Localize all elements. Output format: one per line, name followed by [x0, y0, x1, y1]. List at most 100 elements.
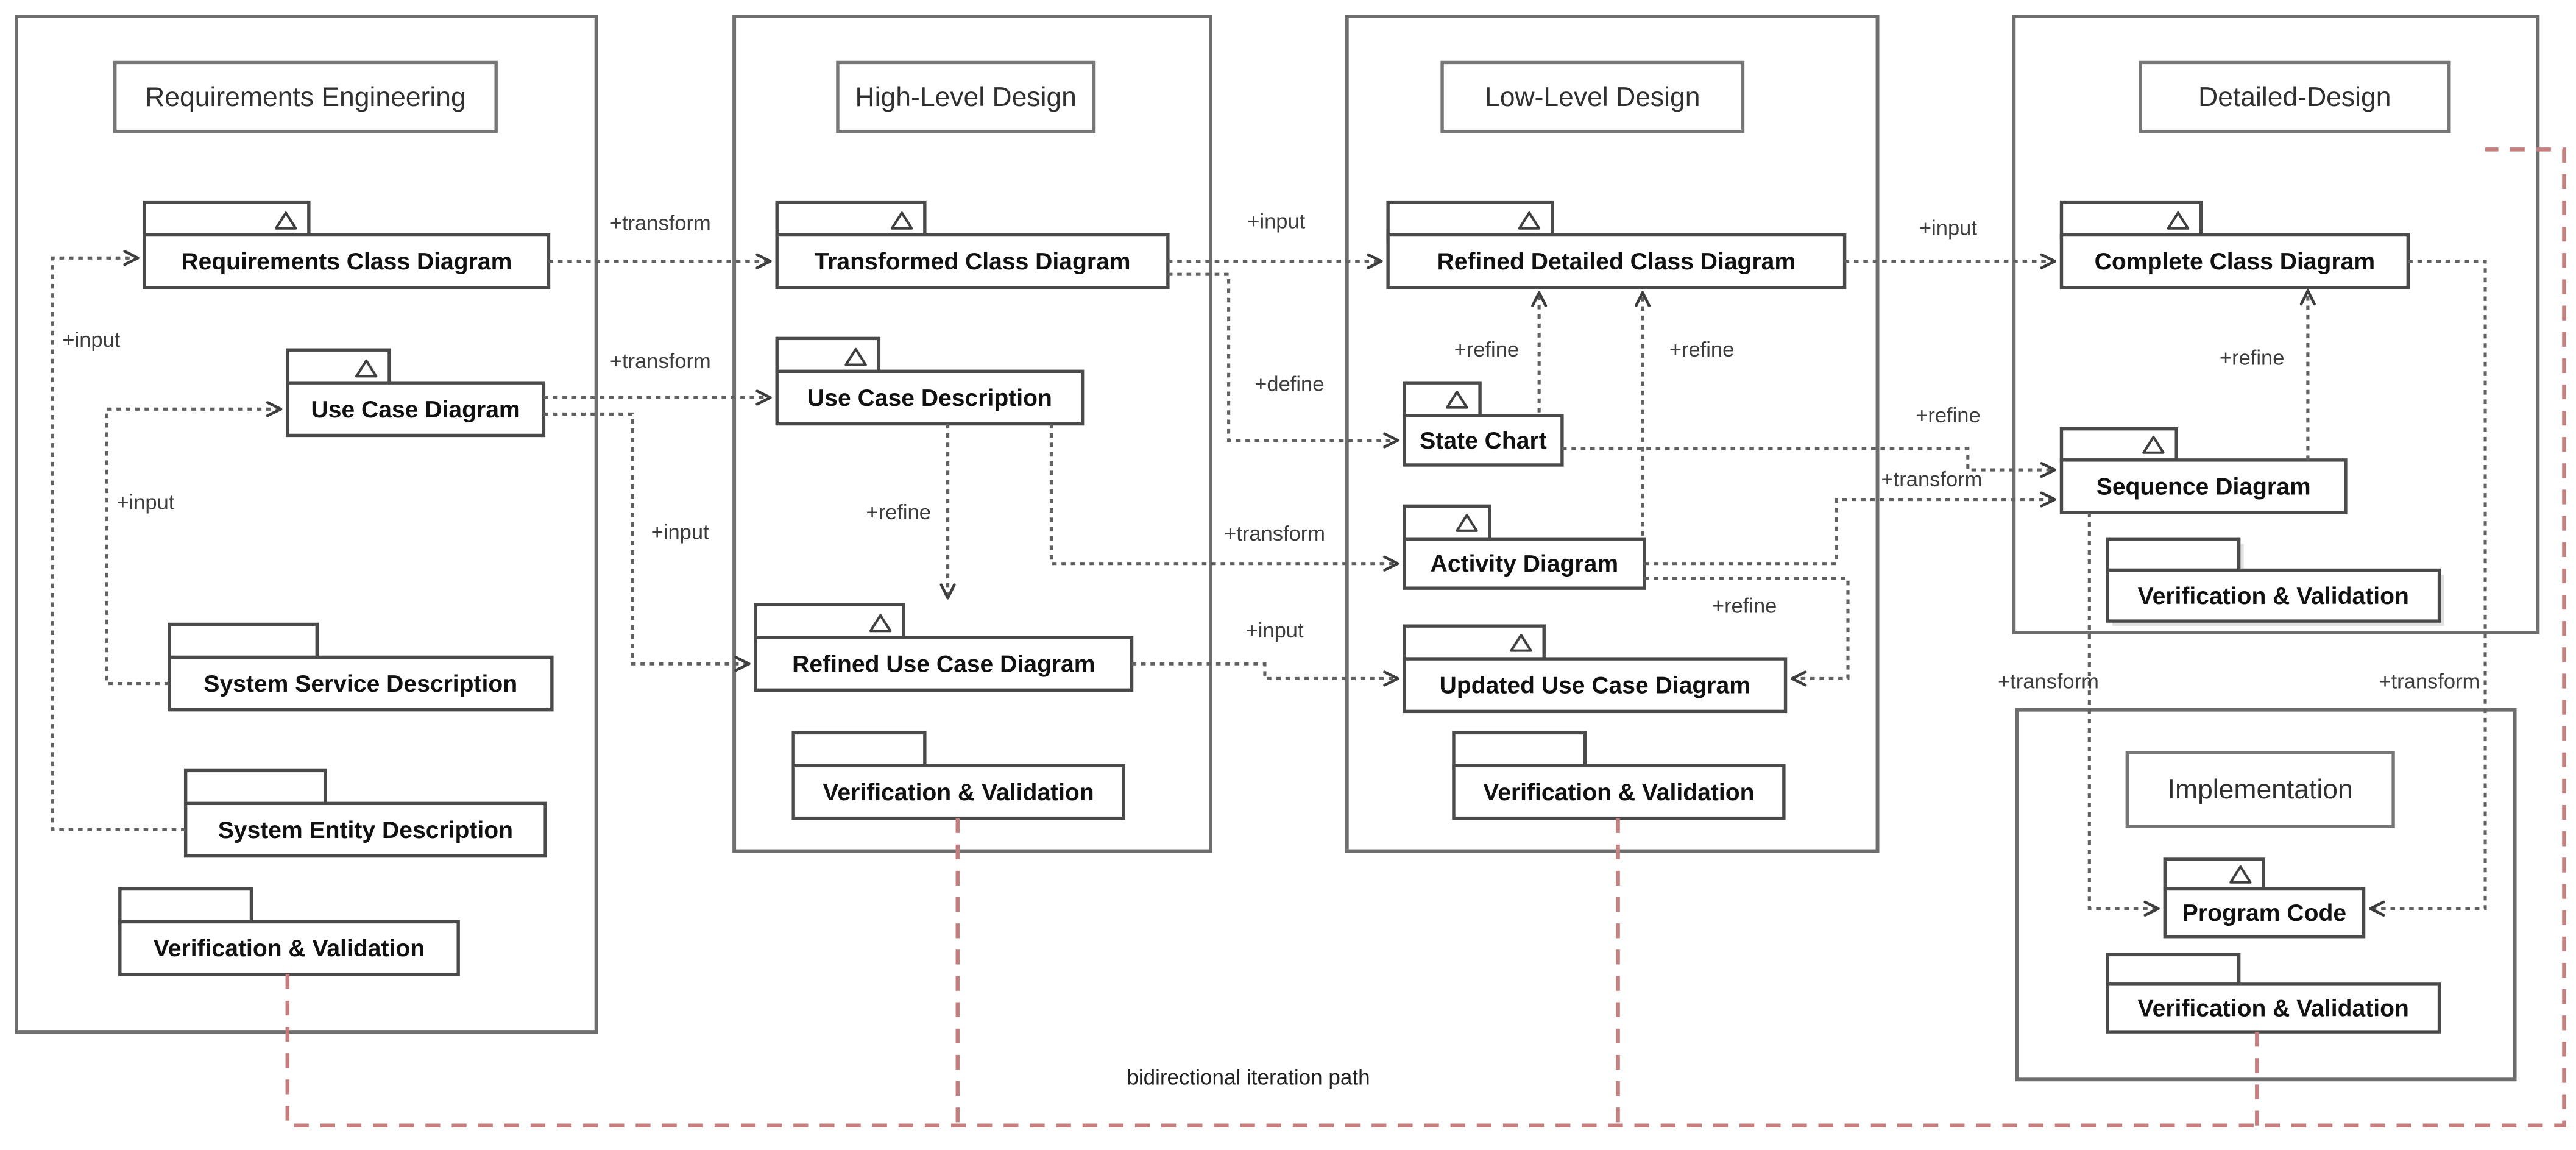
- package-box-verification-validation-req: [118, 920, 460, 976]
- package-tab-use-case-diagram: [286, 348, 391, 388]
- package-label-use-case-diagram: Use Case Diagram: [311, 397, 520, 423]
- phase-header-detailed-design: [2139, 60, 2451, 133]
- connector-label-service-desc-to-use-case: +input: [116, 491, 174, 514]
- package-box-verification-validation-lld: [1452, 764, 1786, 820]
- arrowhead-icon: [1383, 555, 1399, 572]
- package-triangle-icon: [1456, 514, 1478, 532]
- package-box-requirements-class-diagram: [143, 233, 551, 289]
- package-tab-use-case-description: [775, 336, 881, 377]
- connector-label-activity-to-sequence: +transform: [1881, 468, 1983, 491]
- connector-label-transformed-to-state-chart: +define: [1254, 373, 1324, 396]
- connector-label-description-to-refined: +refine: [866, 501, 930, 524]
- package-label-verification-validation-dd: Verification & Validation: [2138, 583, 2409, 609]
- arrowhead-icon: [734, 656, 751, 672]
- package-label-complete-class-diagram: Complete Class Diagram: [2095, 249, 2375, 275]
- package-box-refined-use-case-diagram: [754, 636, 1134, 692]
- package-triangle-icon: [274, 211, 297, 230]
- package-label-verification-validation-req: Verification & Validation: [154, 935, 425, 962]
- arrowhead-icon: [266, 401, 283, 417]
- package-label-verification-validation-impl: Verification & Validation: [2138, 995, 2409, 1021]
- connector-label-activity-to-refined-detailed: +refine: [1669, 338, 1734, 361]
- package-tab-activity-diagram: [1403, 504, 1491, 541]
- package-tab-system-entity-description: [183, 768, 327, 809]
- package-box-state-chart: [1403, 414, 1564, 467]
- connector-activity-to-updated-use-case: [1644, 577, 1850, 681]
- connector-use-case-to-refined: [543, 412, 749, 666]
- package-triangle-icon: [1510, 633, 1532, 652]
- connector-label-state-chart-to-refined-detailed: +refine: [1454, 338, 1519, 361]
- phase-header-label: Requirements Engineering: [145, 82, 466, 112]
- package-box-sequence-diagram: [2059, 458, 2348, 514]
- package-box-verification-validation-hld: [791, 764, 1125, 820]
- connector-label-entity-desc-to-req-class: +input: [62, 328, 120, 352]
- package-triangle-icon: [355, 359, 378, 378]
- connector-activity-to-sequence: [1644, 498, 2055, 566]
- connector-label-sequence-to-program-code: +transform: [1998, 670, 2099, 694]
- arrowhead-icon: [755, 389, 772, 406]
- arrowhead-icon: [1531, 291, 1548, 308]
- package-triangle-icon: [2167, 211, 2190, 230]
- package-box-complete-class-diagram: [2059, 233, 2410, 289]
- phase-header-low-level-design: [1440, 60, 1745, 133]
- phase-box-requirements-engineering: [14, 14, 598, 1034]
- arrowhead-icon: [1634, 291, 1651, 308]
- arrowhead-icon: [2143, 900, 2160, 917]
- connector-label-use-case-to-description: +transform: [610, 350, 711, 373]
- connector-label-iteration-path-main: bidirectional iteration path: [1127, 1065, 1370, 1089]
- package-triangle-icon: [869, 614, 892, 633]
- package-box-activity-diagram: [1403, 537, 1646, 590]
- package-box-verification-validation-impl: [2106, 982, 2441, 1034]
- phase-header-requirements-engineering: [113, 60, 498, 133]
- connector-label-description-to-activity: +transform: [1224, 522, 1325, 545]
- package-tab-verification-validation-req: [118, 887, 253, 927]
- phase-header-label: High-Level Design: [855, 82, 1077, 112]
- arrowhead-icon: [1367, 253, 1383, 269]
- arrowhead-icon: [1383, 432, 1399, 449]
- package-tab-verification-validation-impl: [2106, 953, 2241, 986]
- package-triangle-icon: [1518, 211, 1541, 230]
- phase-header-label: Implementation: [2168, 775, 2353, 804]
- package-triangle-icon: [2229, 865, 2252, 884]
- package-label-verification-validation-hld: Verification & Validation: [823, 779, 1094, 806]
- package-tab-verification-validation-hld: [791, 731, 927, 771]
- arrowhead-icon: [2040, 461, 2056, 478]
- arrowhead-icon: [2369, 900, 2385, 917]
- package-box-system-entity-description: [183, 801, 547, 858]
- package-tab-verification-validation-lld: [1452, 731, 1587, 771]
- connector-label-req-class-to-transformed: +transform: [610, 211, 711, 235]
- package-box-system-service-description: [167, 655, 554, 712]
- package-label-transformed-class-diagram: Transformed Class Diagram: [814, 249, 1130, 275]
- connector-label-refined-to-updated-use-case: +input: [1246, 619, 1304, 642]
- arrowhead-icon: [755, 253, 772, 269]
- arrowhead-icon: [2040, 491, 2056, 508]
- connector-label-state-chart-to-sequence: +refine: [1916, 404, 1980, 427]
- arrowhead-icon: [1791, 670, 1807, 687]
- package-triangle-icon: [844, 347, 867, 366]
- arrowhead-icon: [939, 583, 956, 600]
- phase-header-implementation: [2125, 751, 2395, 828]
- phase-header-label: Detailed-Design: [2198, 82, 2391, 112]
- package-triangle-icon: [2142, 436, 2165, 454]
- connector-label-sequence-to-complete: +refine: [2220, 347, 2284, 370]
- package-label-system-entity-description: System Entity Description: [218, 817, 513, 843]
- connector-label-activity-to-updated-use-case: +refine: [1712, 595, 1777, 618]
- phase-header-label: Low-Level Design: [1485, 82, 1700, 112]
- package-tab-program-code: [2163, 857, 2265, 891]
- connector-iteration-path-main: [285, 147, 2566, 1127]
- package-box-use-case-diagram: [286, 381, 546, 438]
- connector-label-use-case-to-refined: +input: [651, 520, 709, 544]
- package-label-requirements-class-diagram: Requirements Class Diagram: [181, 249, 512, 275]
- arrowhead-icon: [2299, 289, 2316, 306]
- connector-sequence-to-program-code: [2087, 513, 2159, 910]
- package-box-updated-use-case-diagram: [1403, 657, 1788, 714]
- package-label-program-code: Program Code: [2182, 900, 2346, 926]
- package-tab-system-service-description: [167, 622, 319, 662]
- connector-transformed-to-state-chart: [1167, 272, 1398, 442]
- package-box-verification-validation-dd: [2106, 568, 2441, 623]
- arrowhead-icon: [1383, 670, 1399, 687]
- connector-label-refined-detailed-to-complete: +input: [1919, 217, 1977, 240]
- connector-label-complete-to-program-code: +transform: [2379, 670, 2480, 694]
- package-label-sequence-diagram: Sequence Diagram: [2097, 474, 2311, 500]
